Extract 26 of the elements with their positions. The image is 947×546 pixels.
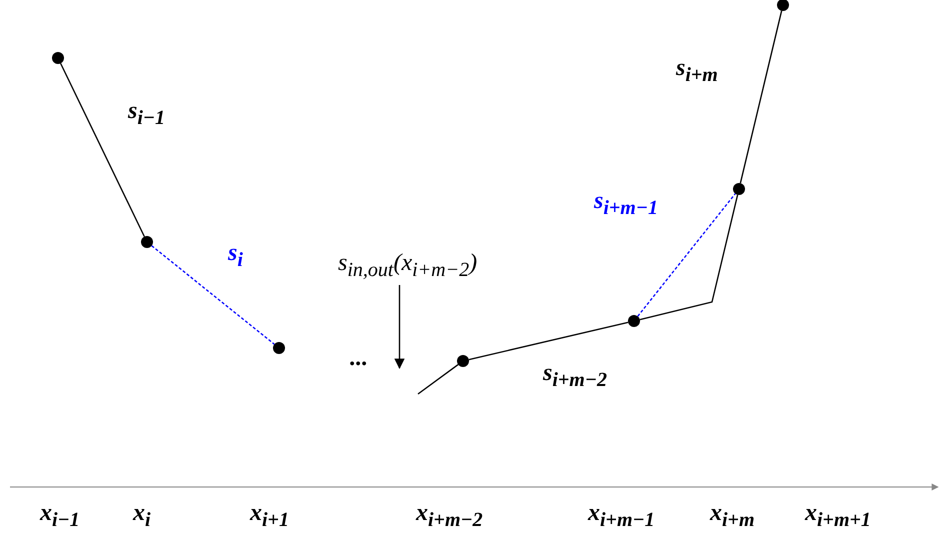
line-segment	[60, 63, 145, 237]
segment-label: s$_{i−1}$	[128, 98, 166, 129]
axis-tick-label: x$_{i+m+1}$	[805, 500, 871, 531]
axis-tick-label: x$_{i+1}$	[250, 500, 289, 531]
ellipsis: ...	[350, 345, 368, 372]
point-dot	[628, 315, 640, 327]
line-segment	[468, 322, 628, 360]
point-dot	[457, 355, 469, 367]
segment-label: s$_{i+m−1}$	[594, 188, 658, 219]
line-segment	[151, 245, 275, 345]
line-segment	[740, 10, 782, 184]
segment-label: s$_{i+m}$	[676, 55, 718, 86]
point-dot	[141, 236, 153, 248]
axis-tick-label: x$_{i+m−1}$	[588, 500, 655, 531]
axis-tick-label: x$_{i+m−2}$	[416, 500, 483, 531]
function-label: s$_{in,out}$(x$_{i+m−2}$)	[338, 250, 478, 281]
axis-tick-label: x$_{i−1}$	[40, 500, 80, 531]
line-segment	[418, 364, 459, 395]
arrow	[394, 285, 405, 370]
point-dot	[733, 183, 745, 195]
point-dot	[273, 342, 285, 354]
segment-label: s$_{i}$	[228, 240, 243, 271]
point-dot	[52, 52, 64, 64]
axis-tick-label: x$_{i+m}$	[710, 500, 755, 531]
segment-label: s$_{i+m−2}$	[543, 360, 607, 391]
axis-tick-label: x$_{i}$	[133, 500, 151, 531]
